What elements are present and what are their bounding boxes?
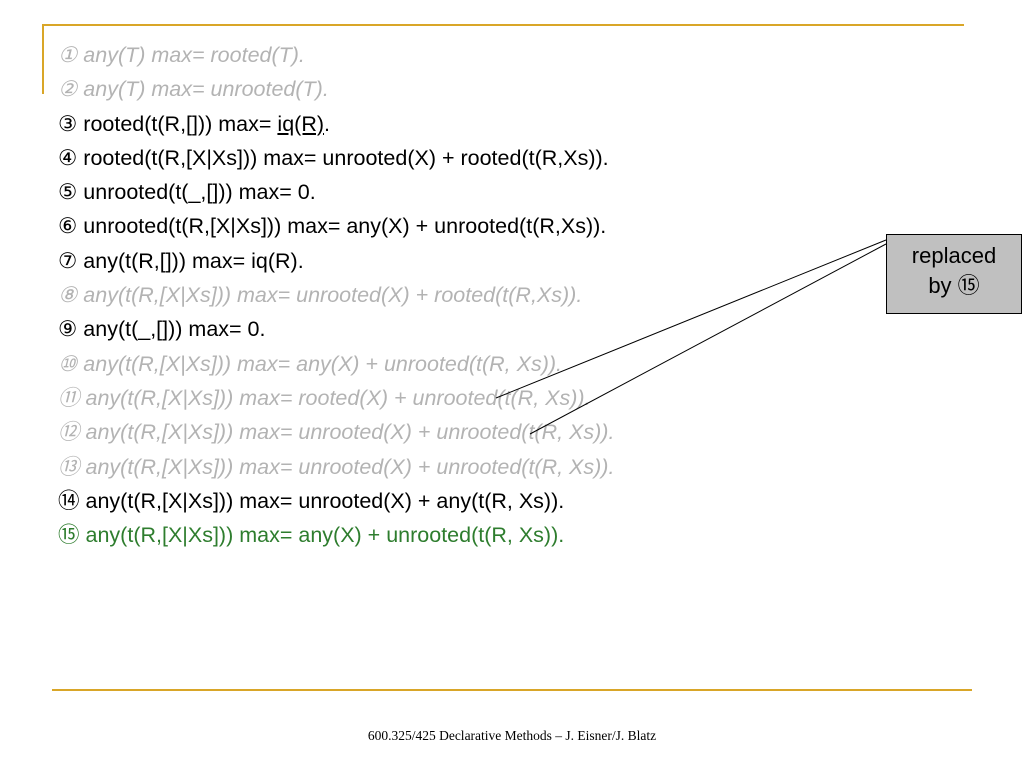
- rule-text: any(t(_,[])) max= 0.: [83, 317, 266, 342]
- rule-text: any(t(R,[X|Xs])) max= any(X) + unrooted(…: [83, 351, 562, 376]
- rule-number: ⑮: [58, 523, 80, 548]
- left-rule: [42, 24, 44, 94]
- rule-number: ⑫: [58, 420, 80, 445]
- slide-footer: 600.325/425 Declarative Methods – J. Eis…: [367, 728, 657, 743]
- rule-number: ⑥: [58, 214, 78, 239]
- rule-text: any(T) max= rooted(T).: [83, 43, 305, 67]
- rule-text: any(T) max= unrooted(T).: [83, 77, 329, 102]
- connector-line-to-rule-12: [529, 243, 887, 435]
- rule-text: any(t(R,[X|Xs])) max= unrooted(X) + unro…: [85, 454, 615, 479]
- rule-number: ⑤: [58, 180, 78, 205]
- rule-text: rooted(t(R,[X|Xs])) max= unrooted(X) + r…: [83, 145, 609, 170]
- rule-text: rooted(t(R,[])) max=: [83, 111, 278, 136]
- rule-text: any(t(R,[X|Xs])) max= unrooted(X) + any(…: [85, 488, 565, 513]
- callout-line-2: by ⑮: [928, 273, 980, 298]
- rule-text-underlined: iq(R): [277, 111, 325, 136]
- replaced-callout-box: replaced by ⑮: [886, 234, 1022, 314]
- rule-text: unrooted(t(_,[])) max= 0.: [83, 180, 316, 205]
- rule-number: ⑬: [58, 454, 80, 479]
- rule-text: any(t(R,[])) max= iq(R).: [83, 248, 304, 273]
- connector-line-to-rule-11: [495, 239, 887, 399]
- rule-number: ⑨: [58, 317, 78, 342]
- rule-text: any(t(R,[X|Xs])) max= any(X) + unrooted(…: [85, 523, 565, 548]
- rule-number: ④: [58, 145, 78, 170]
- rule-number: ②: [58, 77, 78, 102]
- rule-text: any(t(R,[X|Xs])) max= unrooted(X) + root…: [83, 283, 583, 308]
- rule-number: ⑭: [58, 488, 80, 513]
- rule-number: ⑩: [58, 351, 78, 376]
- rule-text: .: [324, 111, 330, 136]
- callout-line-1: replaced: [911, 243, 997, 268]
- rule-number: ③: [58, 111, 78, 136]
- rule-number: ⑧: [58, 283, 78, 308]
- top-rule: [42, 24, 964, 26]
- rule-number: ①: [58, 43, 78, 67]
- rule-number: ⑪: [58, 385, 80, 410]
- rule-text: any(t(R,[X|Xs])) max= unrooted(X) + unro…: [85, 420, 615, 445]
- rule-text: unrooted(t(R,[X|Xs])) max= any(X) + unro…: [83, 214, 607, 239]
- rule-number: ⑦: [58, 248, 78, 273]
- bottom-rule: [52, 689, 972, 691]
- rule-text: any(t(R,[X|Xs])) max= rooted(X) + unroot…: [85, 385, 591, 410]
